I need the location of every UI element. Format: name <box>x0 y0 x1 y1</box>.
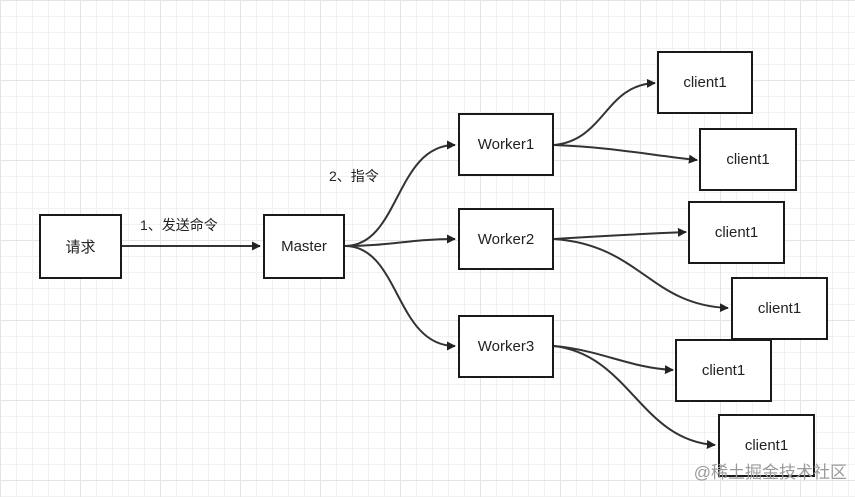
client-node-f: client1 <box>718 414 815 477</box>
label-send-command: 1、发送命令 <box>140 217 218 233</box>
label-instruction: 2、指令 <box>329 168 379 184</box>
edge-worker3-client-f <box>553 345 716 449</box>
client-node-c: client1 <box>688 201 785 264</box>
client-node-b: client1 <box>699 128 797 191</box>
edge-worker2-client-d <box>553 238 729 313</box>
worker2-node: Worker2 <box>458 208 554 270</box>
edge-master-worker2 <box>344 234 456 247</box>
master-node: Master <box>263 214 345 279</box>
edge-worker3-client-e <box>553 345 674 375</box>
client-node-e: client1 <box>675 339 772 402</box>
request-node: 请求 <box>39 214 122 279</box>
client-node-d: client1 <box>731 277 828 340</box>
client-node-a: client1 <box>657 51 753 114</box>
edge-worker1-client-a <box>553 78 656 146</box>
edge-worker2-client-c <box>553 227 687 240</box>
edge-master-worker1 <box>344 140 456 247</box>
worker1-node: Worker1 <box>458 113 554 176</box>
edge-worker1-client-b <box>553 144 698 164</box>
edge-master-worker3 <box>344 245 456 351</box>
watermark: @稀土掘金技术社区 <box>693 463 847 482</box>
worker3-node: Worker3 <box>458 315 554 378</box>
